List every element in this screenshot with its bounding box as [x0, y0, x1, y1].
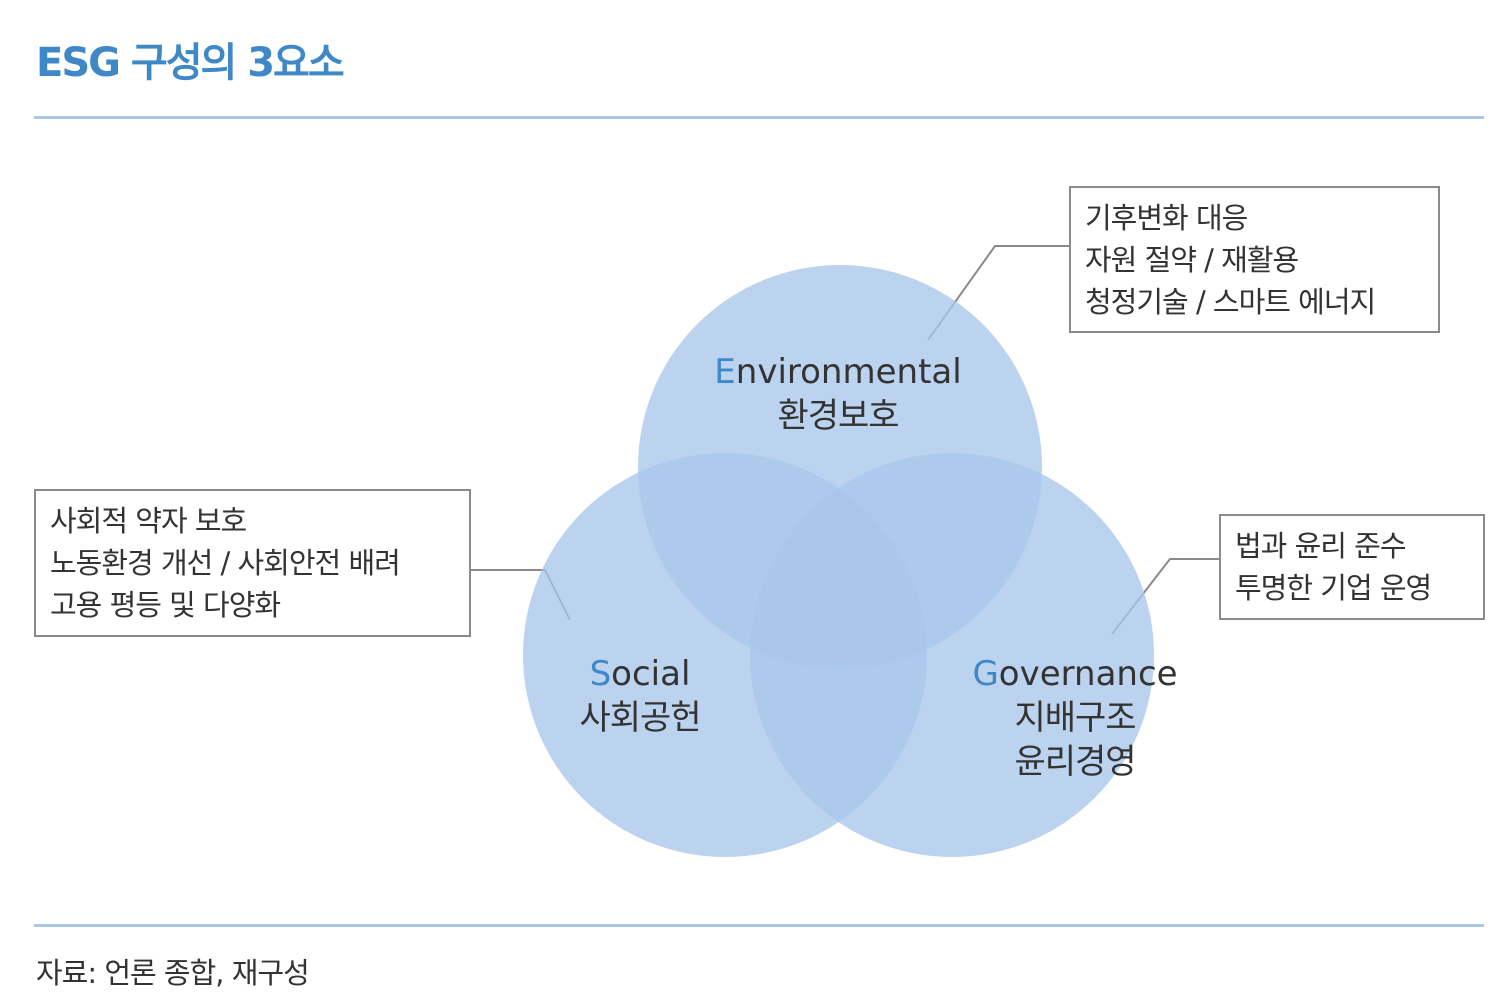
governance-korean-1: 지배구조	[1014, 698, 1136, 738]
social-korean: 사회공헌	[579, 698, 701, 738]
circle-label-governance: Governance 지배구조 윤리경영	[925, 652, 1225, 784]
callout-line: 법과 윤리 준수	[1235, 529, 1407, 563]
callout-line: 투명한 기업 운영	[1235, 571, 1432, 605]
page-title: ESG 구성의 3요소	[36, 40, 345, 86]
callout-line: 청정기술 / 스마트 에너지	[1085, 285, 1376, 319]
circle-label-environmental: Environmental 환경보호	[688, 350, 988, 438]
source-note: 자료: 언론 종합, 재구성	[36, 956, 310, 990]
callout-line: 고용 평등 및 다양화	[50, 588, 281, 622]
callout-line: 기후변화 대응	[1085, 201, 1248, 235]
circle-label-social: Social 사회공헌	[490, 652, 790, 740]
bottom-divider	[34, 924, 1484, 927]
governance-korean-2: 윤리경영	[1014, 742, 1136, 782]
callout-line: 자원 절약 / 재활용	[1085, 243, 1299, 277]
top-divider	[34, 116, 1484, 119]
environmental-initial: E	[714, 352, 736, 392]
callout-environmental: 기후변화 대응 자원 절약 / 재활용 청정기술 / 스마트 에너지	[1069, 186, 1440, 333]
callout-line: 노동환경 개선 / 사회안전 배려	[50, 546, 401, 580]
callout-line: 사회적 약자 보호	[50, 504, 247, 538]
environmental-name: nvironmental	[735, 352, 962, 392]
social-initial: S	[589, 654, 612, 694]
circle-governance	[750, 453, 1154, 857]
environmental-korean: 환경보호	[777, 396, 899, 436]
governance-name: overnance	[998, 654, 1178, 694]
social-name: ocial	[611, 654, 691, 694]
callout-social: 사회적 약자 보호 노동환경 개선 / 사회안전 배려 고용 평등 및 다양화	[34, 489, 471, 637]
governance-initial: G	[972, 654, 999, 694]
callout-governance: 법과 윤리 준수 투명한 기업 운영	[1219, 514, 1485, 620]
